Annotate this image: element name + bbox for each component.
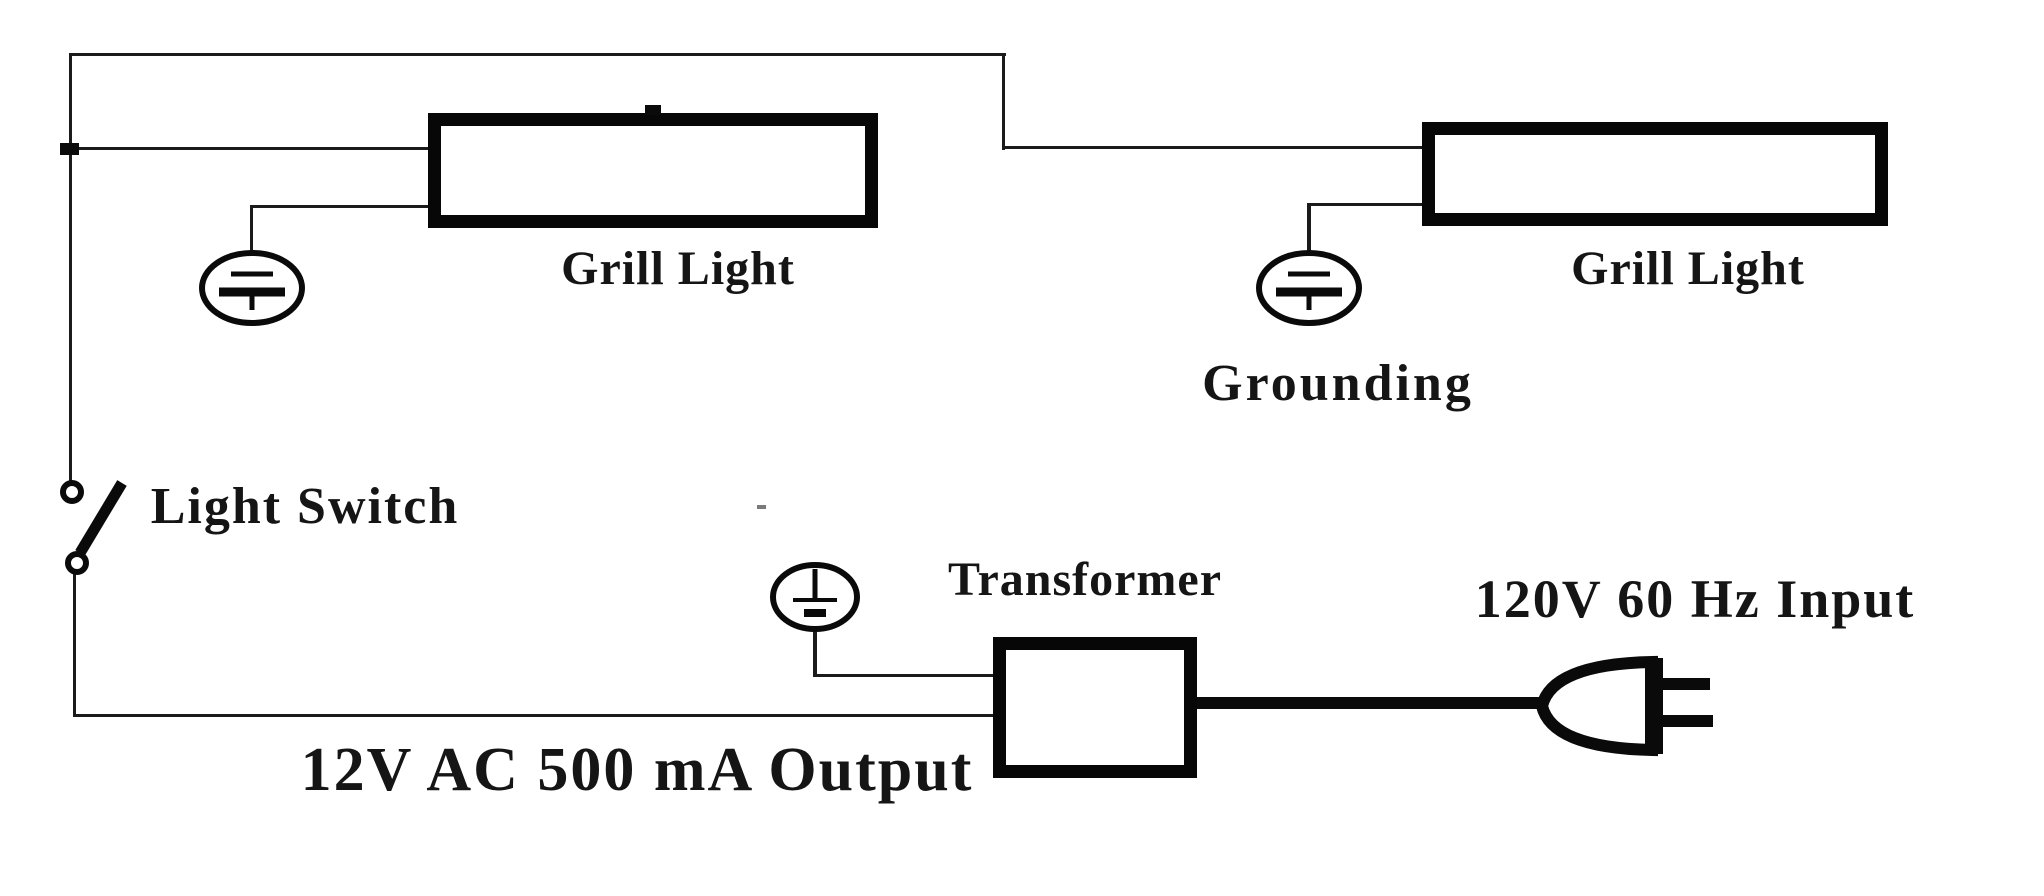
earth-ground-icon bbox=[770, 562, 860, 632]
wire-left-vertical-lower bbox=[73, 574, 76, 717]
stray-mark bbox=[757, 505, 766, 509]
wire-ground3-stub bbox=[813, 626, 817, 677]
spst-switch-icon bbox=[60, 480, 127, 575]
ac-plug-icon bbox=[1535, 655, 1713, 757]
grill-light-1-top-notch bbox=[645, 105, 661, 115]
wire-left-vertical-upper bbox=[69, 53, 72, 482]
wire-to-grill-light-2 bbox=[1002, 146, 1423, 149]
wire-ground1-stub bbox=[250, 205, 253, 255]
wire-ground3-horizontal bbox=[813, 674, 994, 677]
wire-ground2-horizontal bbox=[1307, 203, 1423, 206]
earth-ground-icon bbox=[199, 250, 305, 326]
grill-light-2-label: Grill Light bbox=[1571, 242, 1805, 295]
light-switch-label: Light Switch bbox=[150, 478, 460, 535]
earth-ground-icon bbox=[1256, 250, 1362, 326]
transformer-box bbox=[993, 637, 1197, 778]
wire-ground1-horizontal bbox=[250, 205, 429, 208]
wire-bottom-horizontal bbox=[73, 714, 994, 717]
output-rating-label: 12V AC 500 mA Output bbox=[300, 736, 974, 804]
grill-light-1-label: Grill Light bbox=[561, 242, 795, 295]
input-rating-label: 120V 60 Hz Input bbox=[1474, 569, 1916, 629]
power-cord bbox=[1197, 697, 1549, 709]
wire-right-drop bbox=[1002, 53, 1005, 150]
grill-light-1-box bbox=[428, 113, 878, 228]
wire-ground2-stub bbox=[1307, 203, 1311, 255]
transformer-label: Transformer bbox=[947, 553, 1222, 606]
wire-top-horizontal bbox=[69, 53, 1006, 56]
grill-light-2-box bbox=[1422, 122, 1888, 226]
junction-dot bbox=[60, 143, 79, 155]
wire-to-grill-light-1 bbox=[69, 147, 429, 150]
grounding-label: Grounding bbox=[1202, 355, 1474, 412]
